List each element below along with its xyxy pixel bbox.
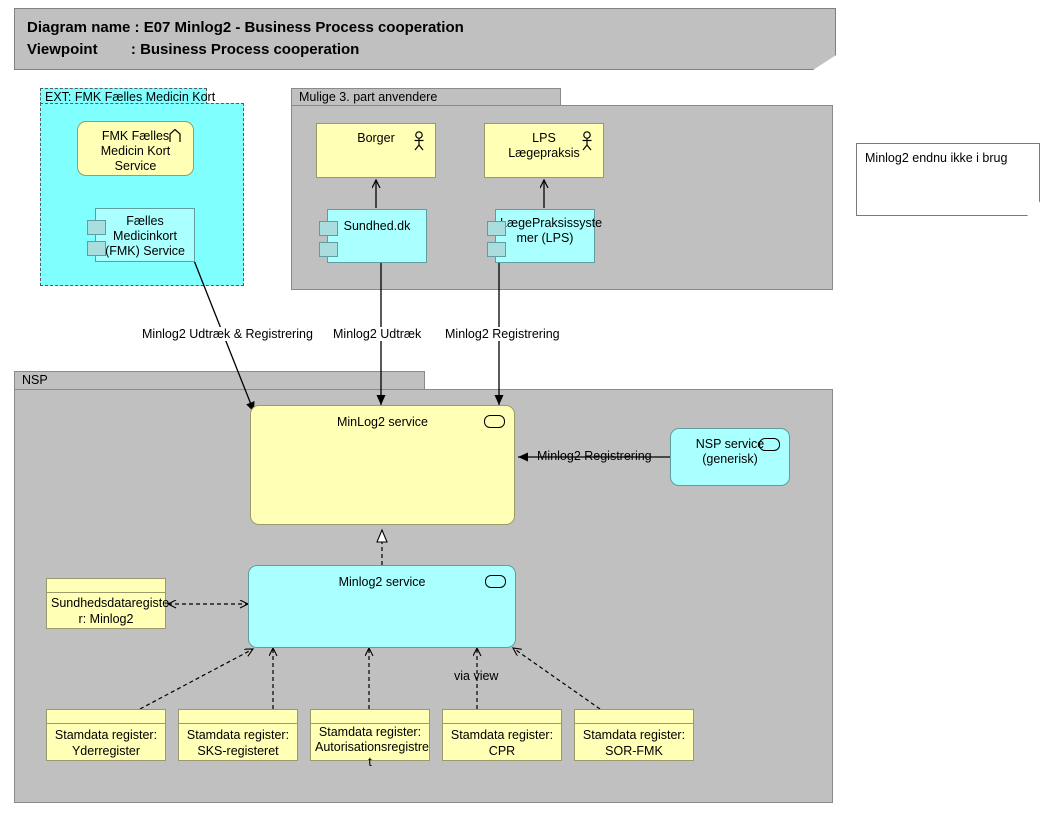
node-fmk-service[interactable]: FMK Fælles Medicin Kort Service	[77, 121, 194, 176]
node-fmk-component-label: Fælles Medicinkort (FMK) Service	[105, 214, 185, 258]
viewpoint-title: Viewpoint : Business Process cooperation	[27, 41, 360, 58]
node-lps-system[interactable]: LægePraksissyste mer (LPS)	[487, 209, 603, 263]
divider	[443, 723, 561, 724]
component-icon	[487, 221, 506, 236]
node-nsp-service[interactable]: NSP service (generisk)	[670, 428, 790, 486]
node-nsp-service-label: NSP service (generisk)	[695, 437, 765, 466]
page-title: Diagram name : E07 Minlog2 - Business Pr…	[27, 19, 464, 36]
group-label-nsp: NSP	[14, 371, 425, 390]
rounded-rect-icon	[485, 575, 506, 588]
node-stamdata-sks-registeret[interactable]: Stamdata register: SKS-registeret	[178, 709, 298, 761]
node-lps-laegepraksis-label: LPS Lægepraksis	[508, 131, 580, 160]
connector-sor-fmk-to-minlog2	[513, 648, 601, 710]
connector-label-fmk-to-minlog2: Minlog2 Udtræk & Registrering	[140, 327, 315, 341]
component-icon-2	[487, 242, 506, 257]
divider	[179, 723, 297, 724]
node-stamdata-yderregister-label: Stamdata register: Yderregister	[54, 728, 158, 758]
node-minlog2-service-application-label: MinLog2 service	[336, 415, 428, 429]
node-minlog2-service-technology[interactable]: Minlog2 service	[248, 565, 516, 648]
node-stamdata-cpr[interactable]: Stamdata register: CPR	[442, 709, 562, 761]
node-fmk-component[interactable]: Fælles Medicinkort (FMK) Service	[87, 208, 195, 262]
node-borger-label: Borger	[357, 131, 395, 145]
group-label-fmk: EXT: FMK Fælles Medicin Kort	[40, 88, 215, 105]
node-minlog2-service-application[interactable]: MinLog2 service	[250, 405, 515, 525]
node-stamdata-autorisationsregistret[interactable]: Stamdata register: Autorisationsregistre…	[310, 709, 430, 769]
node-minlog2-service-technology-label: Minlog2 service	[338, 575, 426, 589]
rounded-rect-icon	[759, 438, 780, 451]
divider	[47, 592, 165, 593]
node-stamdata-sor-fmk[interactable]: Stamdata register: SOR-FMK	[574, 709, 694, 761]
node-sundhedsdataregister[interactable]: Sundhedsdataregiste r: Minlog2	[46, 578, 170, 629]
component-icon	[87, 220, 106, 235]
node-fmk-service-label: FMK Fælles Medicin Kort Service	[100, 129, 171, 173]
node-borger[interactable]: Borger	[316, 123, 436, 178]
component-icon-2	[319, 242, 338, 257]
actor-icon	[580, 131, 594, 151]
note-text: Minlog2 endnu ikke i brug	[865, 151, 1008, 165]
node-stamdata-sor-fmk-label: Stamdata register: SOR-FMK	[582, 728, 686, 758]
node-stamdata-cpr-label: Stamdata register: CPR	[450, 728, 554, 758]
connector-label-nsp-to-minlog2: Minlog2 Registrering	[537, 449, 652, 463]
component-icon	[319, 221, 338, 236]
diagram-title-header: Diagram name : E07 Minlog2 - Business Pr…	[14, 8, 836, 70]
actor-icon	[412, 131, 426, 151]
node-lps-system-label: LægePraksissyste mer (LPS)	[500, 216, 603, 245]
chevron-up-icon	[167, 128, 183, 144]
divider	[47, 723, 165, 724]
node-stamdata-yderregister[interactable]: Stamdata register: Yderregister	[46, 709, 166, 761]
connector-label-via-view: via view	[454, 669, 499, 683]
divider	[575, 723, 693, 724]
connector-yderregister-to-minlog2	[139, 649, 253, 710]
divider	[311, 723, 429, 724]
rounded-rect-icon	[484, 415, 505, 428]
node-stamdata-sks-registeret-label: Stamdata register: SKS-registeret	[186, 728, 290, 758]
node-sundhedsdataregister-label: Sundhedsdataregiste r: Minlog2	[51, 596, 170, 626]
connector-label-lps-to-minlog2: Minlog2 Registrering	[443, 327, 562, 341]
note-minlog2-not-in-use: Minlog2 endnu ikke i brug	[856, 143, 1040, 216]
node-sundhed-dk-label: Sundhed.dk	[343, 219, 411, 233]
component-icon-2	[87, 241, 106, 256]
connector-label-sundhed-to-minlog2: Minlog2 Udtræk	[331, 327, 424, 341]
node-sundhed-dk[interactable]: Sundhed.dk	[319, 209, 427, 263]
group-label-third-party: Mulige 3. part anvendere	[291, 88, 561, 106]
node-stamdata-autorisationsregistret-label: Stamdata register: Autorisationsregistre…	[315, 725, 429, 769]
node-lps-laegepraksis[interactable]: LPS Lægepraksis	[484, 123, 604, 178]
